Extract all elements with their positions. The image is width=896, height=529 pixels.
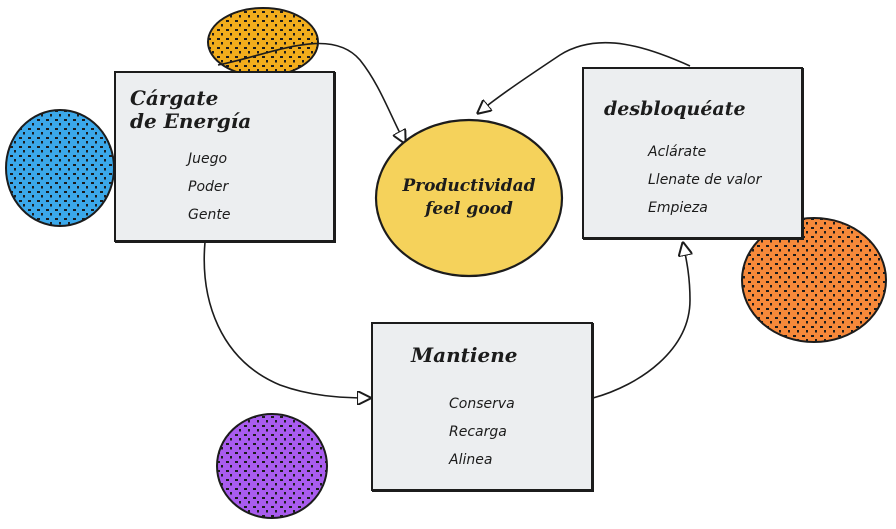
center-label-line2: feel good	[425, 198, 513, 219]
mantiene-item-alinea: Alinea	[449, 452, 493, 468]
mantiene-item-recarga: Recarga	[449, 424, 507, 440]
cargate-title: Cárgate de Energía	[130, 87, 251, 133]
cargate-box: Cárgate de Energía Juego Poder Gente	[114, 71, 335, 242]
cargate-title-line1: Cárgate	[130, 86, 219, 110]
mantiene-title: Mantiene	[411, 343, 518, 367]
cargate-title-line2: de Energía	[130, 109, 252, 133]
arrow-desbloqueate-to-center	[478, 41, 691, 113]
orange-circle	[741, 217, 887, 343]
cargate-item-gente: Gente	[188, 207, 231, 223]
yellow-circle	[207, 7, 319, 77]
arrow-mantiene-to-desbloqueate	[592, 243, 690, 399]
mantiene-box: Mantiene Conserva Recarga Alinea	[371, 322, 593, 491]
desbloqueate-box: desbloquéate Aclárate Llenate de valor E…	[582, 67, 803, 239]
arrow-cargate-to-mantiene	[203, 241, 370, 398]
cargate-item-juego: Juego	[188, 151, 228, 167]
center-label: Productividad feel good	[374, 175, 564, 221]
blue-circle	[5, 109, 115, 227]
arrow-yellow-to-center	[217, 42, 405, 143]
desbloqueate-item-aclarate: Aclárate	[648, 144, 707, 160]
desbloqueate-title: desbloquéate	[604, 98, 746, 120]
center-label-line1: Productividad	[402, 176, 536, 196]
center-node	[374, 118, 564, 278]
mantiene-item-conserva: Conserva	[449, 396, 515, 412]
desbloqueate-item-llenate: Llenate de valor	[648, 172, 762, 188]
cargate-item-poder: Poder	[188, 179, 229, 195]
desbloqueate-item-empieza: Empieza	[648, 200, 708, 216]
purple-circle	[216, 413, 328, 519]
